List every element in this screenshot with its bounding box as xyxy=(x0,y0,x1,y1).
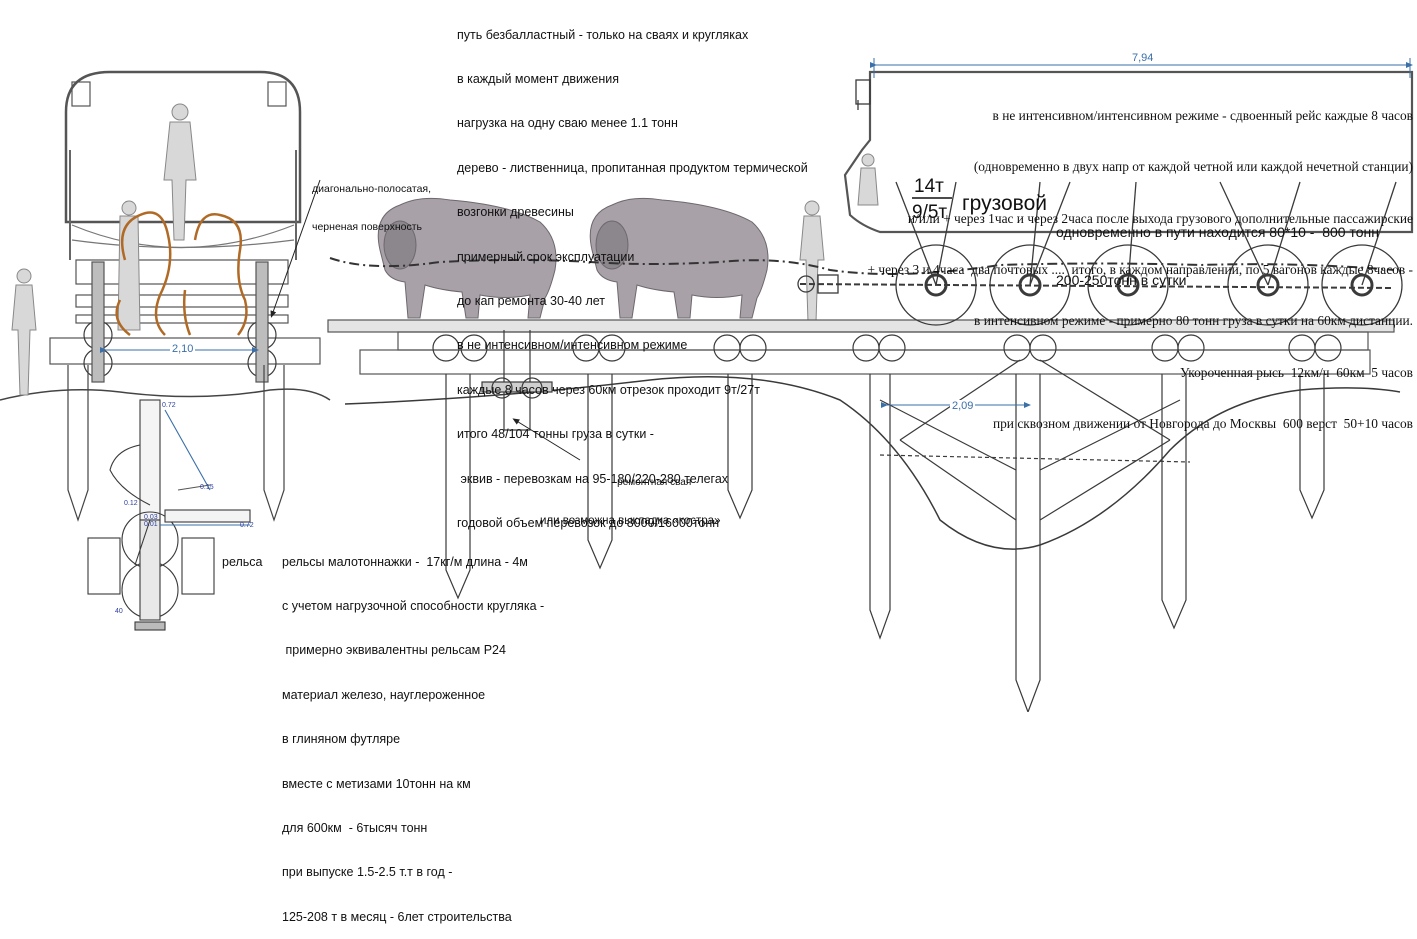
harness-outline xyxy=(115,211,248,336)
engineering-diagram xyxy=(0,58,1414,712)
note-line: эквив - перевозкам на 95-180/220-280 тел… xyxy=(457,471,729,486)
load-bottom-label: 9/5т xyxy=(912,202,948,223)
note-line: в глиняном футляре xyxy=(282,732,401,747)
note-line: материал железо, науглероженное xyxy=(282,687,486,702)
note-line: рельсы малотоннажки - 17кг/м длина - 4м xyxy=(282,554,528,569)
transit-line: 200-250тонн в сутки xyxy=(1056,272,1187,288)
dim-wagon-length-label: 7,94 xyxy=(1132,52,1154,64)
detail-dim: 0.12 xyxy=(124,500,138,507)
note-line: вместе с метизами 10тонн на км xyxy=(282,776,471,791)
note-line: Укороченная рысь 12км/ч 60км 5 часов xyxy=(1179,364,1413,380)
rail-detail-view xyxy=(87,399,251,631)
note-line: каждые 8 часов через 60км отрезок проход… xyxy=(457,382,760,397)
harness-rope xyxy=(329,257,1395,275)
human-figure-icons xyxy=(11,103,879,396)
notes-top-block: путь безбалластный - только на сваях и к… xyxy=(457,0,808,545)
note-line: при сквозном движении от Новгорода до Мо… xyxy=(992,415,1413,431)
note-line: примерный срок эксплуатации xyxy=(457,249,635,264)
surface-label-line: диагонально-полосатая, xyxy=(312,183,432,195)
note-line: примерно эквивалентны рельсам Р24 xyxy=(282,643,506,658)
note-line: при выпуске 1.5-2.5 т.т в год - xyxy=(282,865,453,880)
bison-icon xyxy=(589,197,769,319)
detail-dim: 0.01 xyxy=(144,521,158,528)
surface-label-line: черненая поверхность xyxy=(312,220,422,233)
transit-block: одновременно в пути находится 80*10 - 80… xyxy=(1056,192,1379,304)
repair-label: ремонтная свая или возможна выкладка «ко… xyxy=(540,452,720,540)
detail-dim: 0.72 xyxy=(240,522,254,529)
rail-label: рельса xyxy=(222,555,263,569)
notes-right-block: в не интенсивном/интенсивном режиме - сд… xyxy=(867,73,1413,449)
note-line: итого 48/104 тонны груза в сутки - xyxy=(457,427,654,442)
detail-dim: 0.72 xyxy=(162,402,176,409)
load-top-label: 14т xyxy=(914,176,944,197)
note-line: годовой объем перевозок до 8000/16000тон… xyxy=(457,515,720,530)
note-line: 125-208 т в месяц - 6лет строительства xyxy=(282,909,512,924)
note-line: и/или + через 1час и через 2часа после в… xyxy=(907,210,1413,226)
note-line: в не интенсивном/интенсивном режиме xyxy=(457,338,688,353)
dim-track-width-label: 2,10 xyxy=(170,343,196,355)
bison-icon xyxy=(377,197,557,319)
note-line: для 600км - 6тысяч тонн xyxy=(282,820,428,835)
note-line: в не интенсивном/интенсивном режиме - сд… xyxy=(992,108,1413,124)
note-line: (одновременно в двух напр от каждой четн… xyxy=(973,159,1413,175)
note-line: возгонки древесины xyxy=(457,205,574,220)
note-line: + через 3 и 4часа два почтовых .... итог… xyxy=(867,262,1413,278)
wagon-type-label: грузовой xyxy=(962,192,1048,215)
note-line: нагрузка на одну сваю менее 1.1 тонн xyxy=(457,116,678,131)
surface-pointer xyxy=(270,179,321,318)
note-line: до кап ремонта 30-40 лет xyxy=(457,293,606,308)
surface-label: диагонально-полосатая, черненая поверхно… xyxy=(312,158,431,246)
bridge-side-view xyxy=(327,319,1401,712)
detail-dim: 0.15 xyxy=(200,484,214,491)
dim-span-label: 2,09 xyxy=(950,400,976,412)
repair-pointer xyxy=(512,418,581,461)
detail-dim: 0.03 xyxy=(144,514,158,521)
cross-section-view xyxy=(0,70,331,522)
note-line: в интенсивном режиме - примерно 80 тонн … xyxy=(974,313,1413,329)
note-line: дерево - лиственница, пропитанная продук… xyxy=(457,160,808,175)
repair-label-line: или возможна выкладка «костра» xyxy=(540,514,721,527)
notes-bottom-block: рельсы малотоннажки - 17кг/м длина - 4м … xyxy=(282,525,544,939)
transit-line: одновременно в пути находится 80*10 - 80… xyxy=(1056,224,1379,240)
note-line: путь безбалластный - только на сваях и к… xyxy=(457,27,749,42)
note-line: с учетом нагрузочной способности кругляк… xyxy=(282,598,545,613)
detail-dim: 40 xyxy=(115,608,123,615)
repair-label-line: ремонтная свая xyxy=(617,477,692,488)
note-line: в каждый момент движения xyxy=(457,71,619,86)
wagon-side-view xyxy=(797,70,1414,326)
